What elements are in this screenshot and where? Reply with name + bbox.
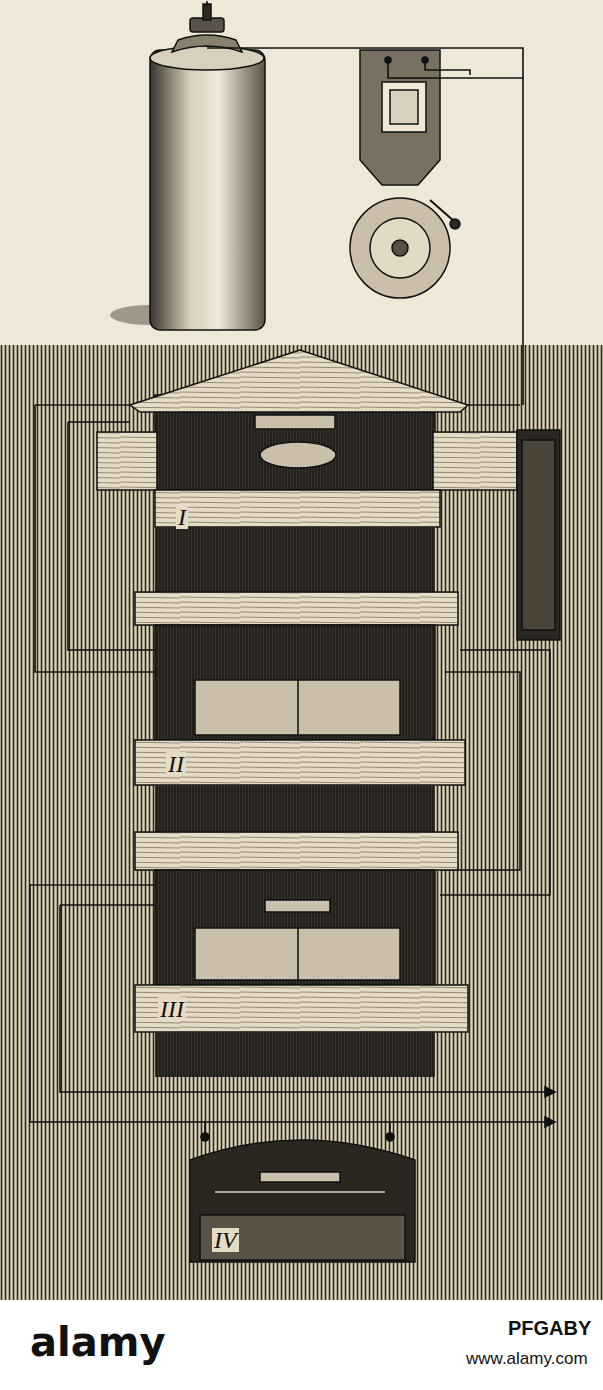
wire xyxy=(30,1,555,1141)
hive-number: IV xyxy=(212,1228,239,1252)
hive-number: II xyxy=(166,752,186,776)
hive-number: III xyxy=(158,997,186,1021)
watermark: alamy xyxy=(30,1322,165,1362)
watermark: www.alamy.com xyxy=(466,1350,588,1367)
wall-hatching xyxy=(0,345,603,1300)
alarm-box xyxy=(190,1140,415,1262)
battery-cell xyxy=(110,4,265,330)
electric-bell xyxy=(350,50,460,298)
beehive xyxy=(135,832,468,1077)
watermark-strip xyxy=(0,1300,603,1390)
beehive xyxy=(97,350,560,640)
hive-number: I xyxy=(176,505,188,529)
beehive xyxy=(135,592,465,832)
watermark: PFGABY xyxy=(508,1318,591,1338)
